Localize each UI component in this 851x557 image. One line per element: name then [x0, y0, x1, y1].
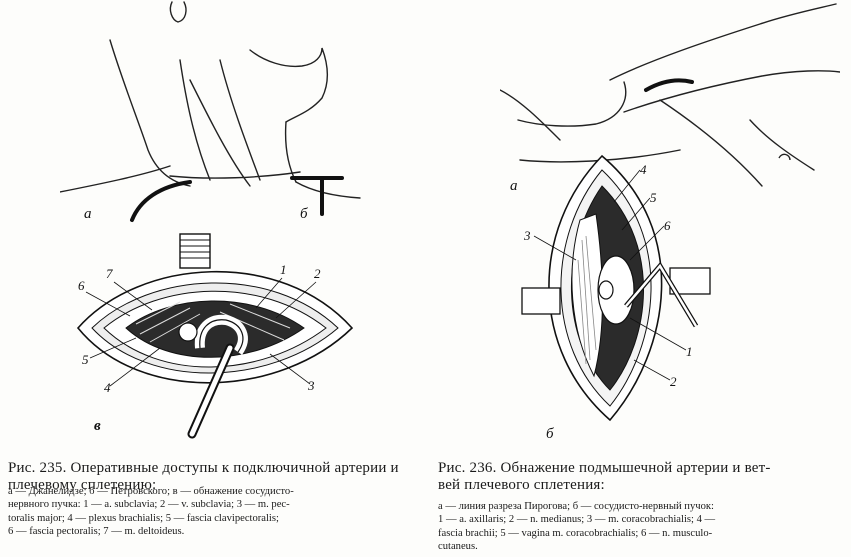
label-235-4: 4 [104, 380, 111, 395]
label-236-b: б [546, 426, 554, 442]
figure-235-legend-line: 6 — fascia pectoralis; 7 — m. deltoideus… [8, 526, 185, 538]
figure-236-legend: а — линия разреза Пирогова; б — сосудист… [438, 500, 843, 554]
figure-236-legend-line: а — линия разреза Пирогова; б — сосудист… [438, 501, 714, 512]
label-235-v: в [94, 418, 101, 434]
label-236-4: 4 [640, 162, 647, 177]
label-235-1: 1 [280, 262, 287, 277]
label-236-6: 6 [664, 218, 671, 233]
figure-235-legend: а — Джанелидзе; б — Петровского; в — обн… [8, 485, 408, 539]
label-236-a: а [510, 178, 518, 194]
figure-235-caption: Рис. 235. Оперативные доступы к подключи… [8, 460, 399, 493]
figure-236-legend-line: fascia brachii; 5 — vagina m. coracobrac… [438, 527, 713, 539]
label-236-5: 5 [650, 190, 657, 205]
label-236-3: 3 [523, 228, 531, 243]
label-235-3: 3 [307, 378, 315, 393]
figure-236-caption-line: вей плечевого сплетения: [438, 477, 605, 493]
figure-235-legend-line: toralis major; 4 — plexus brachialis; 5 … [8, 512, 279, 524]
figure-236-legend-line: 1 — a. axillaris; 2 — n. medianus; 3 — m… [438, 514, 716, 526]
figure-236b-surgical-drawing: 4 5 6 3 1 2 б [510, 150, 730, 445]
figure-236-caption-line: Рис. 236. Обнажение подмышечной артерии … [438, 460, 771, 476]
figure-235-legend-line: а — Джанелидзе; б — Петровского; в — обн… [8, 486, 294, 497]
figure-236a-arm-drawing: а [500, 0, 840, 200]
label-236-2: 2 [670, 374, 677, 389]
label-235-2: 2 [314, 266, 321, 281]
label-235-b: б [300, 206, 308, 222]
figure-235a-neck-drawing: а б [60, 0, 390, 230]
figure-235v-surgical-drawing: 1 2 3 4 5 6 7 в [60, 228, 370, 440]
label-235-5: 5 [82, 352, 89, 367]
label-235-6: 6 [78, 278, 85, 293]
label-236-1: 1 [686, 344, 693, 359]
label-235-7: 7 [106, 266, 113, 281]
figure-236-legend-line: cutaneus. [438, 541, 478, 553]
label-235-a: а [84, 206, 92, 222]
figure-236-caption: Рис. 236. Обнажение подмышечной артерии … [438, 460, 848, 494]
figure-235-legend-line: нервного пучка: 1 — a. subclavia; 2 — v.… [8, 499, 290, 511]
